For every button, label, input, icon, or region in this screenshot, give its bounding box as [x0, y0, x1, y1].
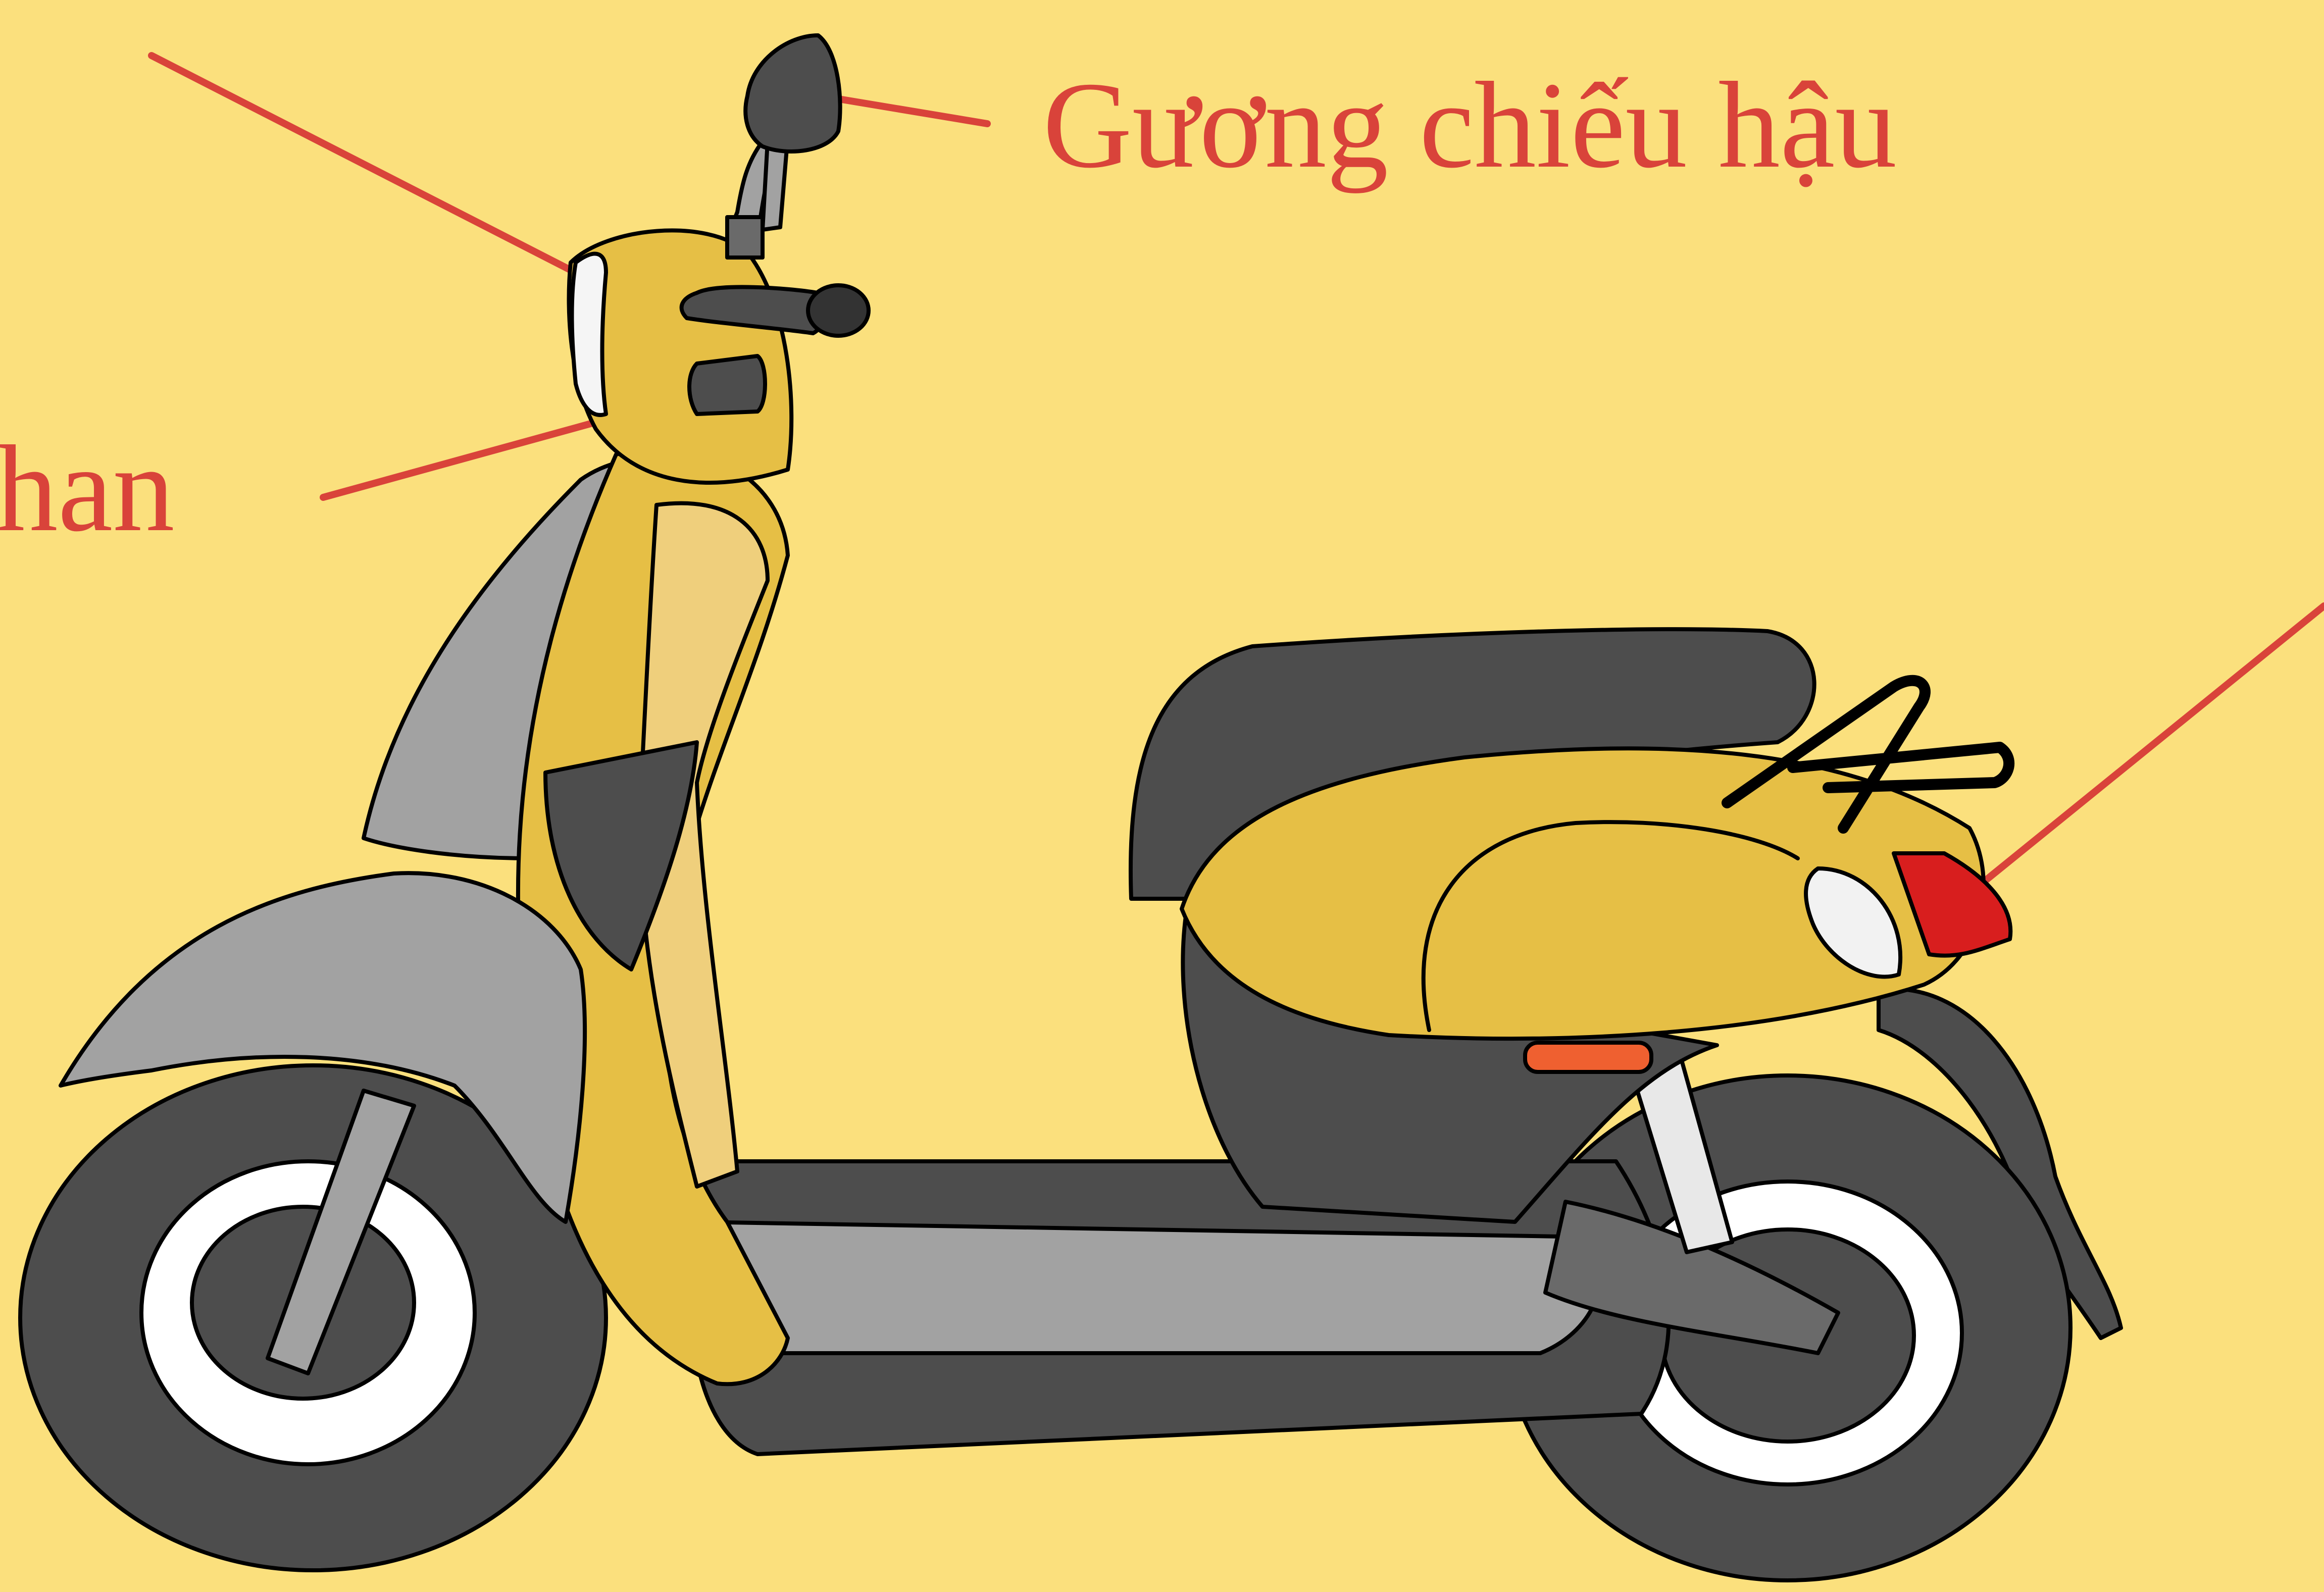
label-rearview-mirror: Gương chiếu hậu — [1043, 63, 1897, 187]
mirror — [745, 35, 840, 151]
grip-end — [808, 285, 869, 336]
headlight — [572, 254, 607, 415]
side-reflector — [1525, 1043, 1651, 1072]
scooter — [20, 35, 2121, 1580]
label-turn-signal-partial: han — [0, 427, 175, 550]
front-turn-signal — [689, 356, 765, 414]
handlebar-clamp — [727, 217, 763, 258]
leader-line-headlight — [151, 56, 576, 273]
leader-line-mirror — [821, 96, 987, 124]
leader-line-tail-light — [1985, 606, 2324, 881]
floorboard-panel — [694, 1222, 1601, 1353]
